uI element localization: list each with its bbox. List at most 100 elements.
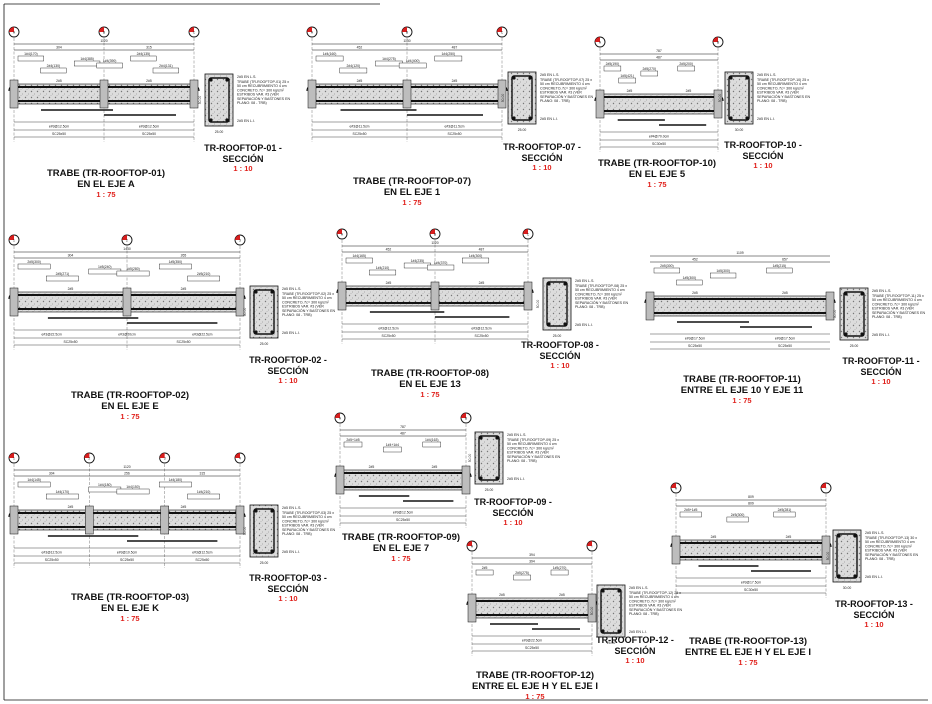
section-note-line: SEPARACIÓN Y BASTONES EN xyxy=(872,310,925,315)
axis-bubble-mark xyxy=(523,229,528,234)
bar-box xyxy=(434,55,463,62)
section-code: SC25x50 xyxy=(45,558,59,562)
section-scale: 1 : 10 xyxy=(278,594,298,603)
section-rebar xyxy=(225,78,229,82)
section-top-note: 2#5 EN L.S. xyxy=(540,73,559,77)
column-stub xyxy=(821,535,831,565)
axis-bubble-mark xyxy=(122,235,127,240)
section-note-line: PLANO: 08 - TRB) xyxy=(282,313,312,317)
beam-title-line1: TRABE (TR-ROOFTOP-02) xyxy=(70,390,190,401)
section-stirrup xyxy=(208,77,230,123)
beam-title-line1: TRABE (TR-ROOFTOP-07) xyxy=(352,176,472,187)
section-title-line2: SECCIÓN xyxy=(742,150,784,161)
axis-bubble-mark xyxy=(497,27,502,32)
section-rebar xyxy=(844,292,848,296)
axis-bubble-mark xyxy=(595,37,600,42)
section-rebar xyxy=(209,118,213,122)
top-bar-note: 2#5 xyxy=(452,79,458,83)
bar-box xyxy=(187,493,220,500)
section-code: SC25x50 xyxy=(396,518,410,522)
bar-label: 1#5(300) xyxy=(716,269,730,273)
section-rebar xyxy=(853,534,857,538)
section-rebar xyxy=(860,292,864,296)
top-bar-note: 2#5 xyxy=(386,281,392,285)
section-code: SC25x50 xyxy=(353,132,367,136)
axis-bubble-mark xyxy=(159,453,165,458)
section-rebar xyxy=(270,330,274,334)
bar-box xyxy=(17,263,51,270)
bar-label: 1#4(235) xyxy=(411,259,425,263)
section-rebar xyxy=(837,574,841,578)
bar-box xyxy=(773,511,796,518)
axis-bubble-mark xyxy=(430,229,435,234)
bar-label: 1#4(180) xyxy=(98,483,112,487)
bar-box xyxy=(159,263,192,270)
stirrup-spacing: e#3@17.5cm xyxy=(741,581,761,585)
axis-bubble-mark xyxy=(337,229,342,234)
axis-label: A xyxy=(341,233,344,237)
section-note-line: TRABE (TR-ROOFTOP-03) 25 x xyxy=(282,511,334,515)
section-note-line: PLANO: 08 - TRB) xyxy=(282,532,312,536)
section-title-line1: TR-ROOFTOP-01 - xyxy=(204,143,282,153)
axis-bubble-mark xyxy=(671,483,676,488)
section-note-line: SEPARACIÓN Y BASTONES EN xyxy=(575,300,628,305)
section-height: 50.00 xyxy=(198,96,202,105)
section-note-line: 50 cm RECUBRIMIENTO 4 cm xyxy=(507,442,557,446)
section-note-line: ESTRIBOS VAR. #3 (VER xyxy=(540,91,582,95)
section-scale: 1 : 10 xyxy=(864,620,884,629)
section-note-line: ESTRIBOS VAR. #3 (VER xyxy=(507,451,549,455)
column-stub xyxy=(430,281,440,311)
axis-bubble-mark xyxy=(9,453,14,458)
bar-box xyxy=(116,270,150,277)
beam-title-b11: TRABE (TR-ROOFTOP-11)ENTRE EL EJE 10 Y E… xyxy=(652,374,832,406)
dim-total: 1130 xyxy=(403,39,410,43)
top-bar-note: 2#5 xyxy=(369,465,375,469)
bar-box xyxy=(603,65,622,72)
section-note-line: SEPARACIÓN Y BASTONES EN xyxy=(282,527,335,532)
dim-span: 304 xyxy=(68,254,74,258)
stirrup-spacing: e#3@17.5cm xyxy=(775,337,795,341)
section-rebar xyxy=(745,76,749,80)
column-stub xyxy=(337,281,347,311)
beam-title-line2: EN EL EJE A xyxy=(77,179,135,190)
bar-label: 2#4(135) xyxy=(137,52,151,56)
column-stub xyxy=(235,287,245,317)
section-note-line: TRABE (TR-ROOFTOP-12) 25 x xyxy=(629,591,681,595)
bar-label: 1#4(210) xyxy=(197,490,211,494)
section-width: 25.00 xyxy=(485,488,494,492)
beam-title-line2: EN EL EJE 7 xyxy=(372,543,430,554)
top-bar-note: 2#5 xyxy=(181,505,187,509)
bar-label: 2#5(200) xyxy=(679,62,693,66)
section-note-line: SEPARACIÓN Y BASTONES EN xyxy=(757,94,810,99)
beam-title-line1: TRABE (TR-ROOFTOP-09) xyxy=(341,532,461,543)
stirrup-spacing: e#3@12.5cm xyxy=(139,125,159,129)
top-bar-note: 2#5 xyxy=(692,291,698,295)
section-top-note: 2#5 EN L.S. xyxy=(629,586,648,590)
section-bottom-note: 2#5 EN L.I. xyxy=(282,550,300,554)
section-note-line: TRABE (TR-ROOFTOP-08) 25 x xyxy=(575,284,627,288)
section-title-line2: SECCIÓN xyxy=(267,365,309,376)
bar-label: 2#4(131) xyxy=(159,64,173,68)
section-top-note: 2#5 EN L.S. xyxy=(865,531,884,535)
section-note-line: ESTRIBOS VAR. #3 (VER xyxy=(872,307,914,311)
stirrup-spacing: e#3@12.5cm xyxy=(49,125,69,129)
bar-label: 2#5 xyxy=(482,566,488,570)
column-stub xyxy=(99,79,109,109)
bar-box xyxy=(152,67,179,74)
section-note-line: TRABE (TR-ROOFTOP-11) 25 x xyxy=(872,294,924,298)
beam-title-line1: TRABE (TR-ROOFTOP-03) xyxy=(70,592,190,603)
top-bar-note: 2#5 xyxy=(711,535,717,539)
dim-span: 487 xyxy=(400,432,406,436)
section-rebar xyxy=(601,629,605,633)
beam-title-line2: EN EL EJE 5 xyxy=(628,169,686,180)
section-rebar xyxy=(547,282,551,286)
column-stub xyxy=(497,79,507,109)
bar-box xyxy=(187,275,220,282)
